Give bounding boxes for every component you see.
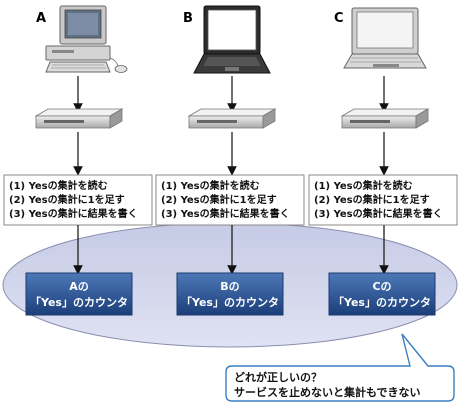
counter-box-b (176, 272, 284, 316)
step-3-text-a: (3) Yesの集計に結果を書く (9, 207, 138, 220)
counter-box-a (25, 272, 133, 316)
counter-box-c (328, 272, 436, 316)
counter-b-line1: Bの (220, 280, 239, 293)
callout: どれが正しいの？ サービスを止めないと集計もできない (225, 333, 455, 402)
counter-a-line1: Aの (69, 280, 89, 293)
step-1-text-a: (1) Yesの集計を読む (9, 179, 108, 192)
callout-line2: サービスを止めないと集計もできない (234, 385, 421, 399)
network-switch-icon (187, 108, 277, 129)
step-2-text-a: (2) Yesの集計に1を足す (9, 193, 125, 206)
column-b: B (1) Yesの集計を読む (2) Yesの集計に1を足す (3) Yesの… (155, 5, 305, 316)
all-in-one-computer-icon (343, 7, 427, 69)
column-a: A (1) Yesの集計を読む (2) Yesの集計に1を足す (3) Yesの… (3, 5, 153, 316)
callout-bubble (225, 333, 455, 402)
step-2-text-c: (2) Yesの集計に1を足す (314, 193, 430, 206)
desktop-computer-icon (45, 5, 128, 73)
network-switch-icon (34, 108, 124, 129)
step-3-text-c: (3) Yesの集計に結果を書く (314, 207, 443, 220)
steps-box-b (155, 174, 305, 226)
callout-line1: どれが正しいの？ (234, 370, 322, 384)
computer-c-label: C (334, 11, 344, 26)
step-2-text-b: (2) Yesの集計に1を足す (161, 193, 277, 206)
counter-c-line1: Cの (372, 280, 391, 293)
steps-box-c (308, 174, 458, 226)
computer-a-label: A (36, 11, 46, 26)
column-c: C (1) Yesの集計を読む (2) Yesの集計に1を足す (3) Yesの… (308, 7, 458, 316)
step-3-text-b: (3) Yesの集計に結果を書く (161, 207, 290, 220)
step-1-text-b: (1) Yesの集計を読む (161, 179, 260, 192)
computer-b-label: B (183, 11, 193, 26)
counter-c-line2: 「Yes」のカウンタ (333, 295, 431, 309)
step-1-text-c: (1) Yesの集計を読む (314, 179, 413, 192)
notebook-computer-icon (193, 5, 271, 74)
counter-b-line2: 「Yes」のカウンタ (181, 295, 279, 309)
network-switch-icon (340, 108, 430, 129)
counter-a-line2: 「Yes」のカウンタ (30, 295, 128, 309)
steps-box-a (3, 174, 153, 226)
